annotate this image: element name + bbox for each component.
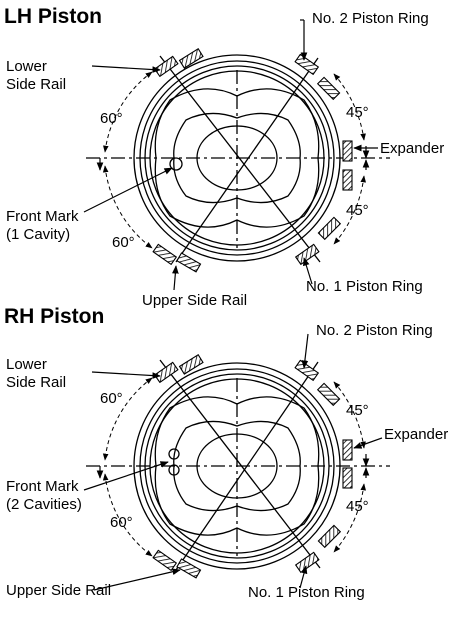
lh-piston-crown-shape bbox=[154, 88, 320, 228]
rh-no2-ring-label: No. 2 Piston Ring bbox=[316, 322, 433, 339]
lh-lower-side-rail-gap bbox=[153, 55, 179, 78]
lh-dimensions bbox=[102, 71, 367, 249]
rh-no1-ring-label: No. 1 Piston Ring bbox=[248, 584, 365, 601]
lh-no2-ring-label: No. 2 Piston Ring bbox=[312, 10, 429, 27]
rh-expander-label: Expander bbox=[384, 426, 449, 443]
lh-gap-line-no2-to-upper-rail bbox=[175, 57, 319, 263]
lh-piston-drawing bbox=[86, 54, 390, 263]
lh-front-mark-label: Front Mark (1 Cavity) bbox=[6, 208, 79, 243]
rh-upper-side-rail-gap bbox=[152, 549, 178, 572]
lh-gap-line-lower-rail-to-no1 bbox=[159, 55, 321, 263]
rh-piston-drawing bbox=[86, 359, 390, 571]
lh-leader-lines bbox=[83, 19, 378, 291]
rh-dimensions bbox=[102, 377, 367, 557]
lh-upper-side-rail-label: Upper Side Rail bbox=[142, 292, 248, 309]
lh-front-mark-cavity bbox=[169, 157, 183, 171]
rh-upper-side-rail-label: Upper Side Rail bbox=[6, 582, 112, 599]
rh-gap-line-lower-rail-to-no1 bbox=[159, 359, 321, 569]
lh-expander-label: Expander bbox=[380, 140, 445, 157]
rh-no1-ring-gap bbox=[317, 524, 342, 549]
rh-no2-ring-gap bbox=[294, 359, 320, 382]
lh-upper-side-rail-gap bbox=[152, 243, 178, 266]
rh-front-mark-cavity-1 bbox=[168, 448, 180, 460]
rh-piston-title: RH Piston bbox=[4, 305, 105, 328]
lh-piston-title: LH Piston bbox=[4, 5, 102, 28]
rh-gap-line-no2-to-upper-rail bbox=[175, 361, 319, 571]
rh-front-mark-cavity-2 bbox=[168, 464, 180, 476]
rh-piston-crown-shape bbox=[154, 396, 320, 536]
lh-no2-ring-gap bbox=[294, 53, 320, 76]
rh-expander-gap bbox=[342, 439, 353, 461]
rh-leader-lines bbox=[83, 333, 383, 591]
lh-no1-ring-gap bbox=[317, 216, 342, 241]
lh-expander-gap bbox=[342, 140, 353, 162]
lh-lower-side-rail-label: Lower Side Rail bbox=[6, 58, 67, 93]
rh-front-mark-label: Front Mark (2 Cavities) bbox=[6, 478, 82, 513]
rh-lower-side-rail-label: Lower Side Rail bbox=[6, 356, 67, 391]
